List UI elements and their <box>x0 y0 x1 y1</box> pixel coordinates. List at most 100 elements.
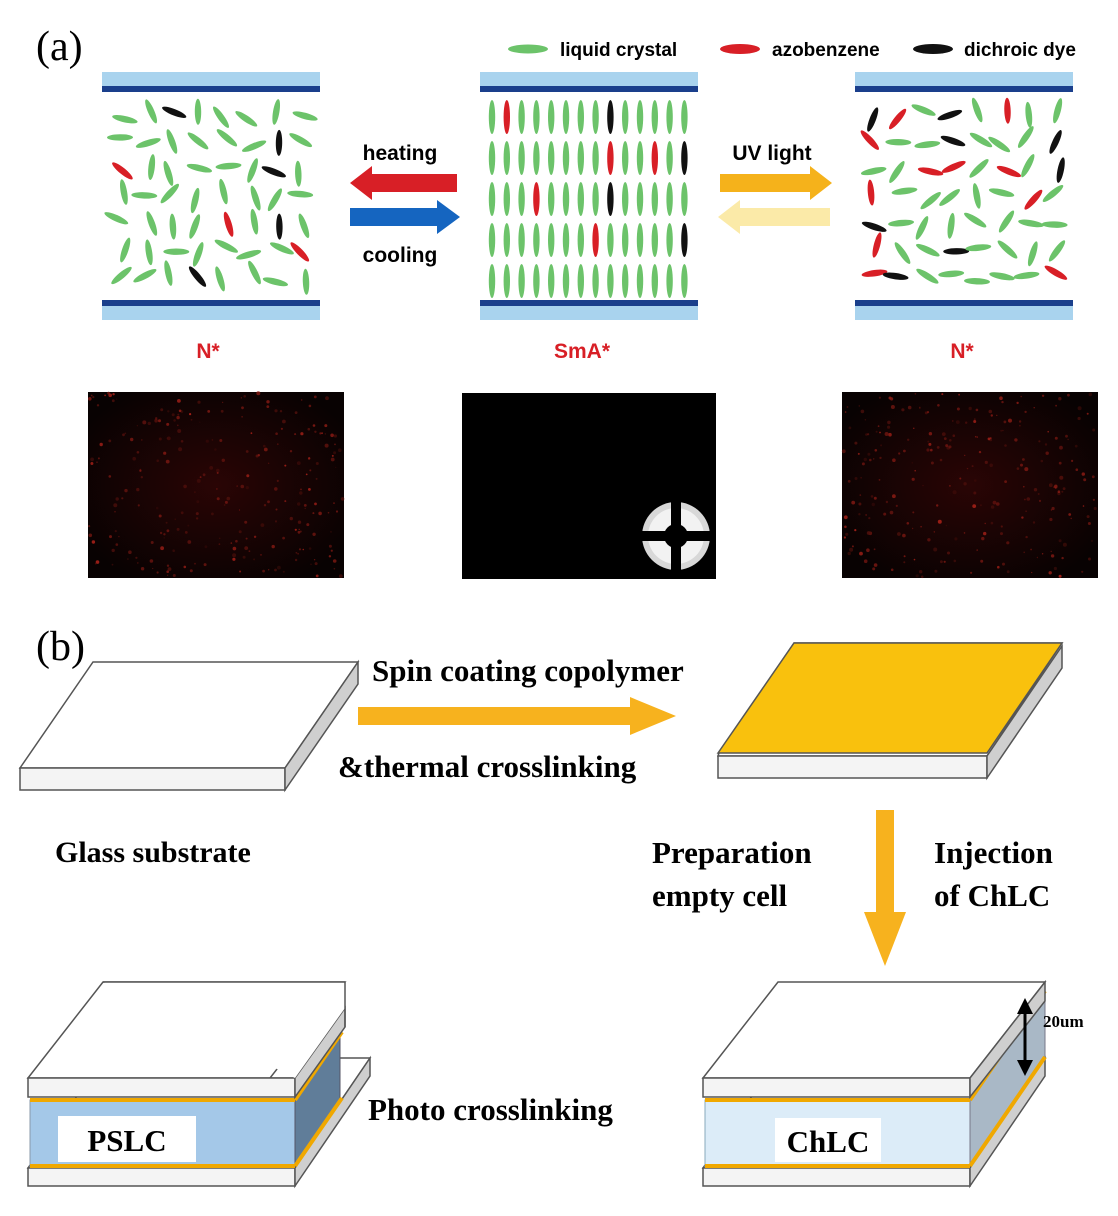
dichroic-dye-molecule <box>681 141 688 175</box>
phase-label-right: N* <box>950 340 974 363</box>
liquid-crystal-molecule <box>215 162 242 170</box>
micrograph-middle <box>462 393 716 579</box>
liquid-crystal-molecule <box>920 191 941 210</box>
liquid-crystal-molecule <box>1027 241 1038 267</box>
azobenzene-molecule <box>607 141 614 175</box>
liquid-crystal-molecule <box>219 178 228 205</box>
uv-light-label: UV light <box>732 142 811 165</box>
liquid-crystal-molecule <box>911 104 936 116</box>
liquid-crystal-molecule <box>636 100 644 134</box>
liquid-crystal-molecule <box>488 141 496 175</box>
legend-dichroic-dye-marker <box>913 44 953 54</box>
of-chlc-label: of ChLC <box>934 878 1050 913</box>
micrograph-left <box>88 391 345 578</box>
empty-cell-label: empty cell <box>652 878 788 913</box>
legend: liquid crystal azobenzene dichroic dye <box>508 40 1076 61</box>
liquid-crystal-molecule <box>860 167 887 176</box>
cell-nematic-right <box>855 72 1073 320</box>
dichroic-dye-molecule <box>188 266 207 287</box>
liquid-crystal-molecule <box>651 264 658 298</box>
liquid-crystal-molecule <box>607 264 614 298</box>
liquid-crystal-molecule <box>651 182 658 216</box>
liquid-crystal-molecule <box>681 182 688 216</box>
liquid-crystal-molecule <box>186 163 213 173</box>
liquid-crystal-molecule <box>518 182 525 216</box>
liquid-crystal-molecule <box>488 100 496 134</box>
liquid-crystal-molecule <box>248 260 261 285</box>
liquid-crystal-molecule <box>242 140 267 152</box>
liquid-crystal-molecule <box>577 182 584 216</box>
liquid-crystal-molecule <box>889 161 905 183</box>
liquid-crystal-molecule <box>503 264 510 298</box>
liquid-crystal-molecule <box>548 264 555 298</box>
coated-substrate-slab <box>716 642 1064 781</box>
liquid-crystal-molecule <box>969 159 989 178</box>
liquid-crystal-molecule <box>247 158 258 183</box>
glass-substrate-slab <box>18 659 360 793</box>
azobenzene-molecule <box>917 167 944 176</box>
dichroic-dye-molecule <box>937 109 963 121</box>
liquid-crystal-molecule <box>577 100 584 134</box>
liquid-crystal-molecule <box>272 99 281 125</box>
top-glass <box>855 72 1073 86</box>
liquid-crystal-molecule <box>577 264 584 298</box>
panel-a-label: (a) <box>36 24 83 70</box>
liquid-crystal-molecule <box>269 242 294 255</box>
molecules <box>104 98 318 295</box>
chlc-cell-label: ChLC <box>787 1124 870 1159</box>
liquid-crystal-molecule <box>1025 101 1033 128</box>
liquid-crystal-molecule <box>562 182 570 216</box>
liquid-crystal-molecule <box>533 223 540 257</box>
liquid-crystal-molecule <box>964 278 990 285</box>
liquid-crystal-molecule <box>145 99 158 124</box>
azobenzene-molecule <box>860 130 879 150</box>
liquid-crystal-molecule <box>1013 271 1040 280</box>
bottom-electrode <box>102 300 320 306</box>
liquid-crystal-molecule <box>262 277 289 287</box>
chlc-cell: ChLC 20um <box>701 979 1084 1189</box>
liquid-crystal-molecule <box>1048 240 1066 262</box>
top-electrode <box>480 86 698 92</box>
bottom-glass <box>855 306 1073 320</box>
spin-coating-arrow <box>358 697 676 735</box>
liquid-crystal-molecule <box>592 264 599 298</box>
uv-return-arrow <box>718 200 830 234</box>
liquid-crystal-molecule <box>666 182 673 216</box>
liquid-crystal-molecule <box>989 272 1015 281</box>
azobenzene-molecule <box>223 211 234 237</box>
liquid-crystal-molecule <box>938 270 965 278</box>
liquid-crystal-molecule <box>914 141 941 149</box>
pslc-cell: PSLC <box>26 981 372 1189</box>
liquid-crystal-molecule <box>636 141 644 175</box>
liquid-crystal-molecule <box>533 264 540 298</box>
liquid-crystal-molecule <box>947 212 955 239</box>
liquid-crystal-molecule <box>1018 219 1044 228</box>
dichroic-dye-molecule <box>607 182 614 216</box>
liquid-crystal-molecule <box>163 160 174 186</box>
molecules <box>488 100 688 298</box>
phase-label-left: N* <box>196 340 220 363</box>
liquid-crystal-molecule <box>295 160 302 187</box>
liquid-crystal-molecule <box>622 141 629 175</box>
azobenzene-molecule <box>651 141 658 175</box>
liquid-crystal-molecule <box>885 138 912 146</box>
liquid-crystal-molecule <box>1021 154 1035 178</box>
liquid-crystal-molecule <box>518 264 525 298</box>
liquid-crystal-molecule <box>894 242 911 264</box>
liquid-crystal-molecule <box>636 182 644 216</box>
dichroic-dye-molecule <box>162 106 187 118</box>
liquid-crystal-molecule <box>216 129 238 147</box>
micrograph-right <box>841 392 1098 579</box>
liquid-crystal-molecule <box>562 100 570 134</box>
liquid-crystal-molecule <box>997 240 1018 259</box>
liquid-crystal-molecule <box>592 100 599 134</box>
liquid-crystal-molecule <box>287 190 314 198</box>
azobenzene-molecule <box>592 223 599 257</box>
liquid-crystal-molecule <box>145 239 153 266</box>
liquid-crystal-molecule <box>622 182 629 216</box>
bottom-glass <box>102 306 320 320</box>
spin-coating-label: Spin coating copolymer <box>372 653 684 688</box>
liquid-crystal-molecule <box>169 213 177 240</box>
liquid-crystal-molecule <box>518 141 525 175</box>
cooling-arrow <box>350 200 460 234</box>
